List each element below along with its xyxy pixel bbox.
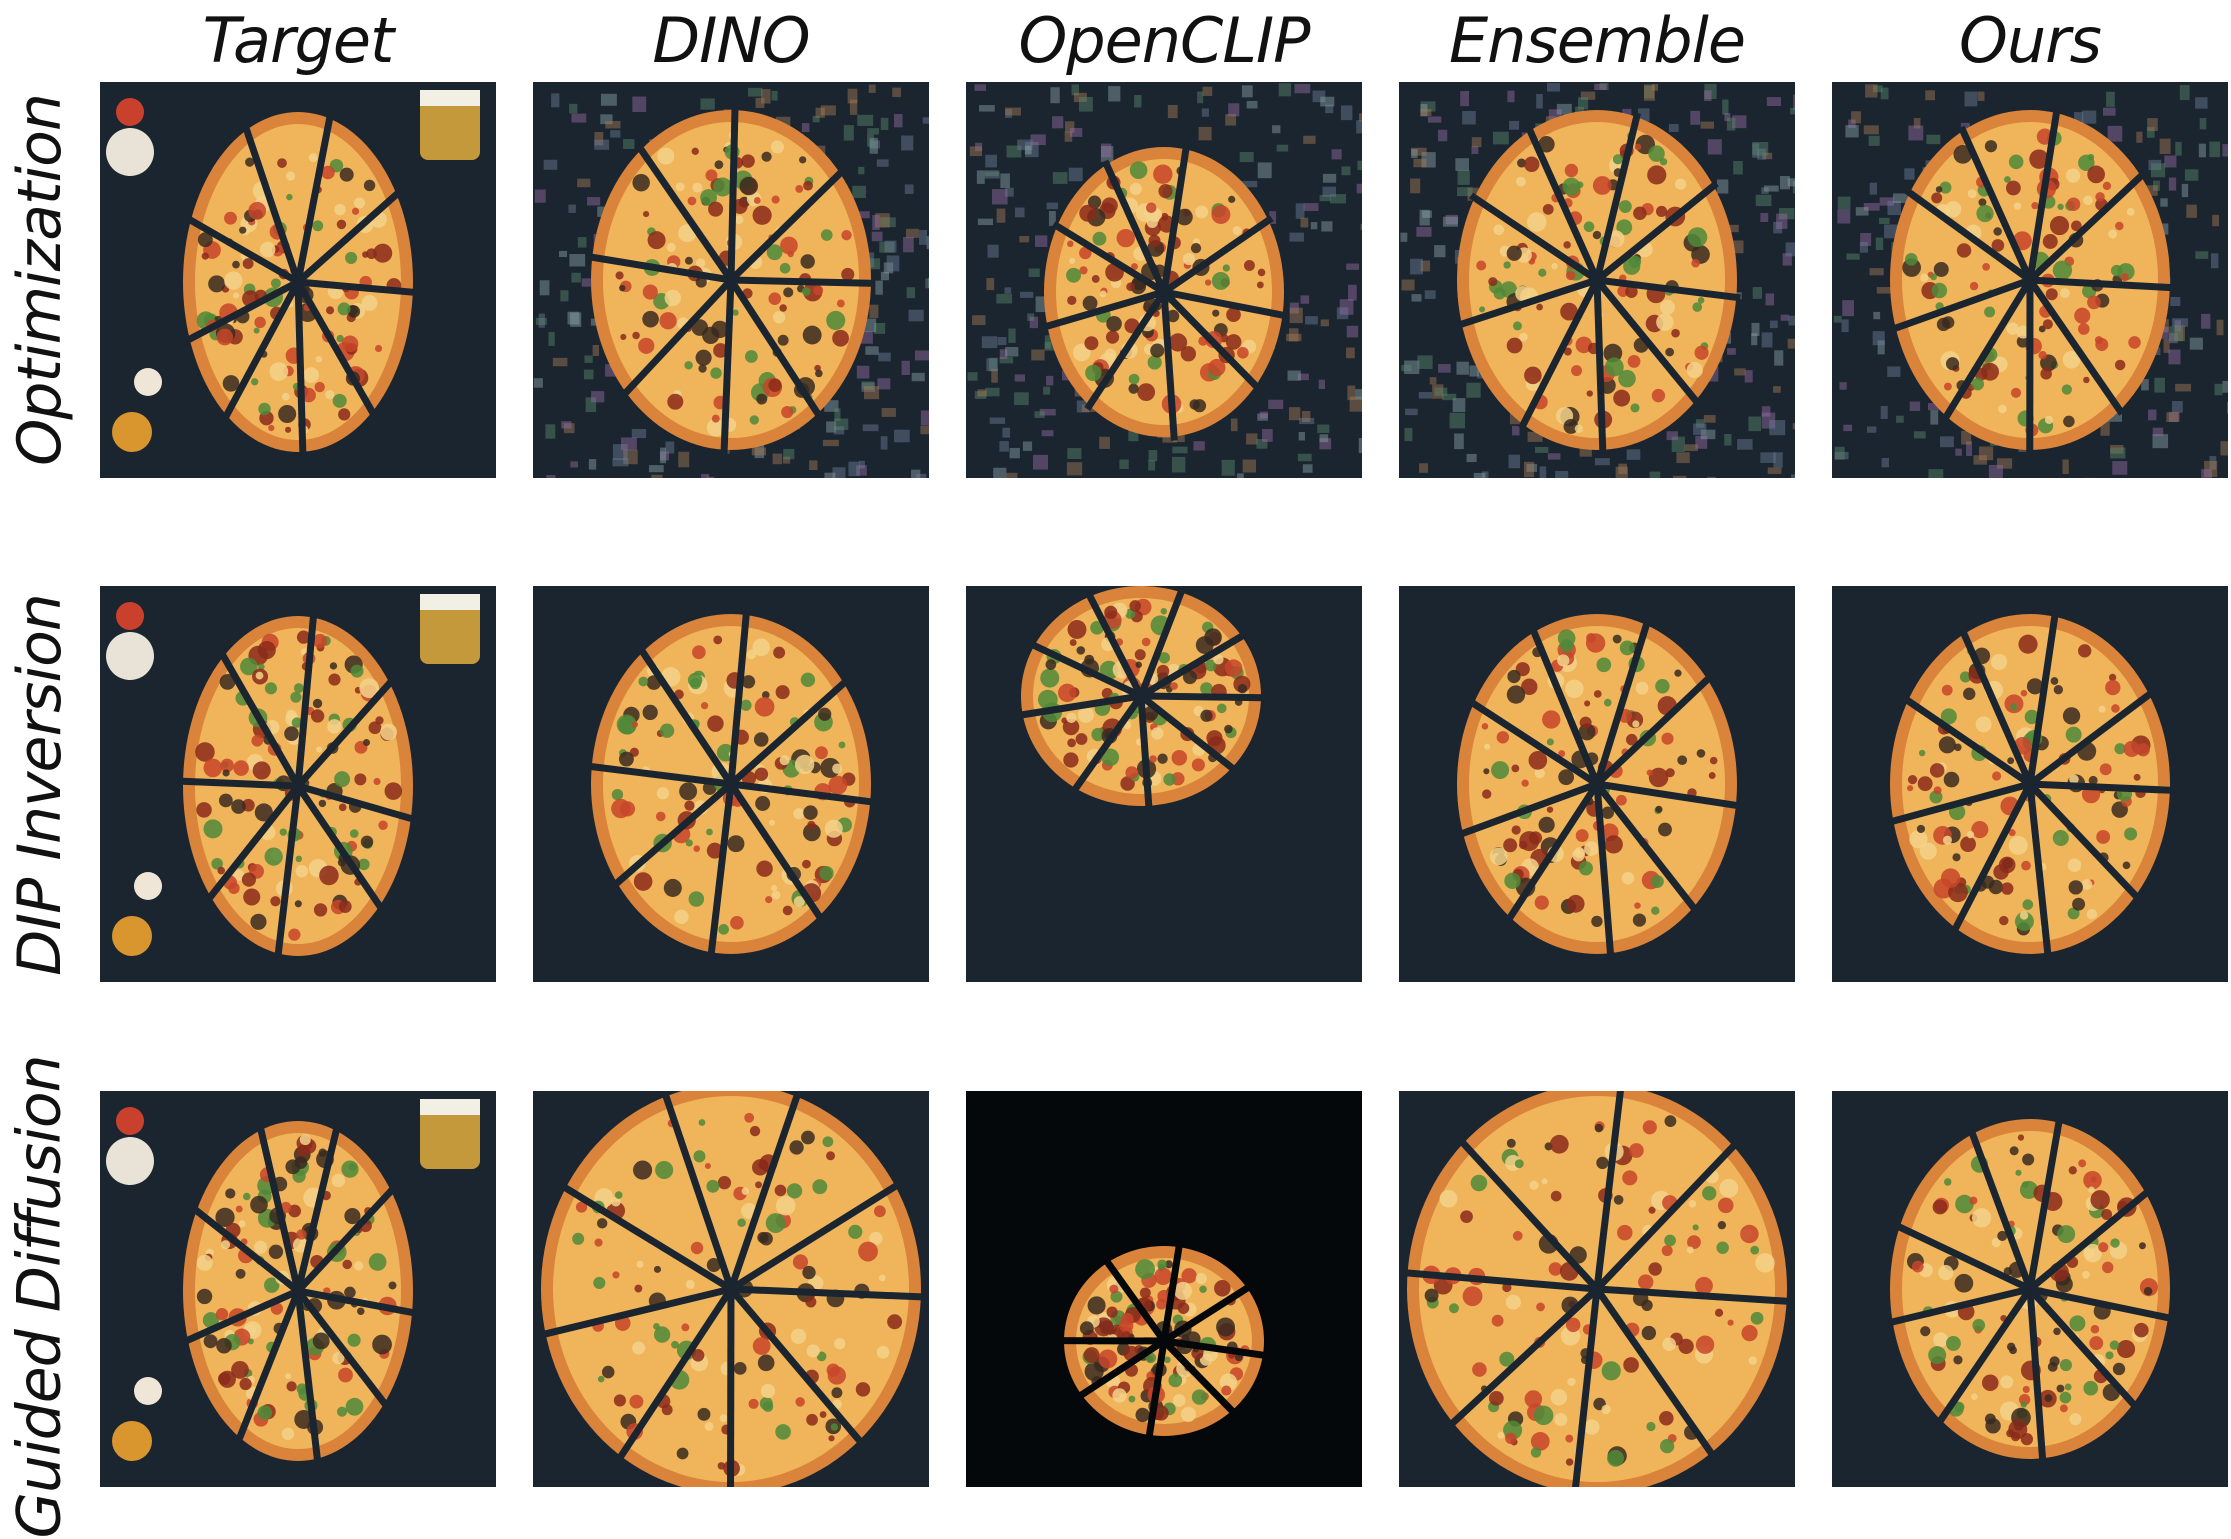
column-header-ensemble: Ensemble (1399, 0, 1795, 80)
image-guided-diffusion-ours (1832, 1091, 2228, 1487)
pizza-image (100, 1091, 496, 1487)
pizza-image (533, 586, 929, 982)
column-header-target: Target (100, 0, 496, 80)
row-label-optimization-text: Optimization (5, 94, 75, 466)
image-dip-inversion-target (100, 586, 496, 982)
image-dip-inversion-dino (533, 586, 929, 982)
pizza-image (1832, 82, 2228, 478)
image-optimization-dino (533, 82, 929, 478)
pizza-image (1399, 82, 1795, 478)
image-optimization-openclip (966, 82, 1362, 478)
image-guided-diffusion-dino (533, 1091, 929, 1487)
image-optimization-ours (1832, 82, 2228, 478)
row-label-dip-inversion-text: DIP Inversion (5, 594, 75, 976)
image-optimization-ensemble (1399, 82, 1795, 478)
row-label-optimization: Optimization (0, 80, 80, 480)
column-header-openclip: OpenCLIP (966, 0, 1362, 80)
pizza-image (1832, 586, 2228, 982)
pizza-image (966, 1091, 1362, 1487)
row-label-guided-diffusion-text: Guided Diffusion (5, 1055, 75, 1538)
pizza-image (1399, 1091, 1795, 1487)
pizza-image (533, 1091, 929, 1487)
image-dip-inversion-ours (1832, 586, 2228, 982)
row-label-dip-inversion: DIP Inversion (0, 585, 80, 985)
column-header-dino: DINO (533, 0, 929, 80)
column-header-ours: Ours (1832, 0, 2228, 80)
pizza-image (533, 82, 929, 478)
pizza-image (1832, 1091, 2228, 1487)
pizza-image (966, 586, 1362, 982)
image-dip-inversion-ensemble (1399, 586, 1795, 982)
pizza-image (100, 586, 496, 982)
image-guided-diffusion-ensemble (1399, 1091, 1795, 1487)
row-label-guided-diffusion: Guided Diffusion (0, 1060, 80, 1534)
image-guided-diffusion-target (100, 1091, 496, 1487)
pizza-image (100, 82, 496, 478)
image-guided-diffusion-openclip (966, 1091, 1362, 1487)
pizza-image (966, 82, 1362, 478)
image-dip-inversion-openclip (966, 586, 1362, 982)
pizza-image (1399, 586, 1795, 982)
image-optimization-target (100, 82, 496, 478)
